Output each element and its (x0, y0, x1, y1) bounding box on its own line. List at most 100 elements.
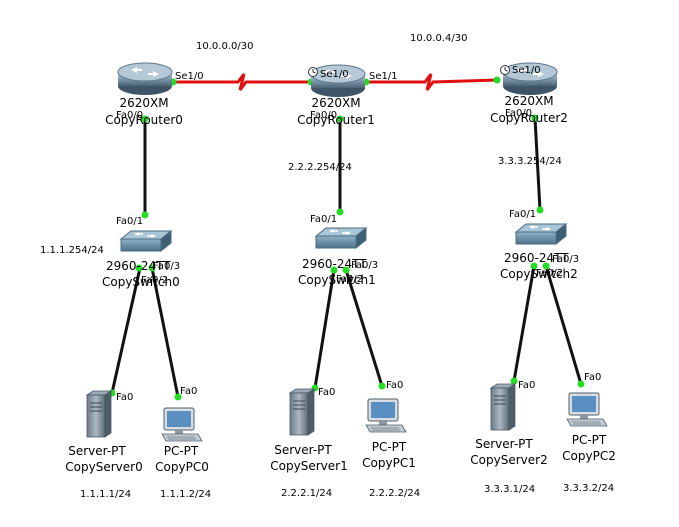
clock-icon (500, 65, 510, 75)
server0-port-label: Fa0 (116, 392, 133, 403)
clock-icon (308, 67, 318, 77)
router1-name-label: CopyRouter1 (297, 113, 375, 127)
switch2-model-label: 2960-24TT (504, 251, 569, 265)
switch2-fa02-port-label: Fa0/2 (536, 268, 563, 279)
server2-name-label: CopyServer2 (470, 453, 547, 467)
pc0-port-label: Fa0 (180, 386, 197, 397)
server2-model-label: Server-PT (475, 437, 533, 451)
router-2[interactable] (502, 62, 558, 95)
pc-2[interactable] (566, 392, 608, 427)
server1-name-label: CopyServer1 (270, 459, 347, 473)
switch1-fa02-port-label: Fa0/2 (336, 274, 363, 285)
link-switch0-pc0[interactable] (150, 267, 180, 398)
switch0-fa02-port-label: Fa0/2 (141, 275, 168, 286)
server-drive-bays-icon (90, 402, 102, 412)
switch-arrows-icon (529, 225, 551, 231)
router1-model-label: 2620XM (311, 96, 360, 110)
link-router2-switch2[interactable] (533, 117, 542, 211)
router2-model-label: 2620XM (504, 94, 553, 108)
port-dot (336, 208, 344, 216)
router-arrows-icon (516, 67, 544, 77)
server-drive-bays-icon (293, 400, 305, 410)
lan2-gateway-label: 3.3.3.254/24 (498, 156, 562, 167)
switch-0[interactable] (119, 229, 173, 253)
switch-arrows-icon (134, 232, 156, 238)
server2-ip-label: 3.3.3.1/24 (484, 484, 535, 495)
pc0-name-label: CopyPC0 (155, 460, 209, 474)
link-switch2-server2[interactable] (512, 265, 536, 382)
link-switch1-pc1[interactable] (344, 269, 384, 387)
switch1-model-label: 2960-24TT (302, 257, 367, 271)
server0-name-label: CopyServer0 (65, 460, 142, 474)
switch-1[interactable] (314, 226, 368, 250)
switch2-uplink-port-label: Fa0/1 (509, 209, 536, 220)
link-switch2-pc2[interactable] (544, 265, 583, 385)
serial-link-router0-router1[interactable] (173, 73, 312, 91)
switch0-fa03-port-label: Fa0/3 (153, 261, 180, 272)
port-dot (342, 266, 350, 274)
port-dot (536, 206, 544, 214)
pc1-model-label: PC-PT (372, 440, 407, 454)
wan1-network-label: 10.0.0.0/30 (196, 41, 253, 52)
router2-name-label: CopyRouter2 (490, 111, 568, 125)
router0-se-port-label: Se1/0 (175, 71, 204, 82)
port-dot (148, 264, 156, 272)
port-dot (378, 382, 386, 390)
switch1-name-label: CopySwitch1 (298, 273, 376, 287)
switch0-name-label: CopySwitch0 (102, 275, 180, 289)
server1-ip-label: 2.2.2.1/24 (281, 488, 332, 499)
router0-name-label: CopyRouter0 (105, 113, 183, 127)
port-dot (141, 211, 149, 219)
pc1-ip-label: 2.2.2.2/24 (369, 488, 420, 499)
router1-fa-port-label: Fa0/0 (310, 110, 337, 121)
lan0-gateway-label: 1.1.1.254/24 (40, 245, 104, 256)
router-0[interactable] (117, 62, 173, 95)
router2-se-port-label: Se1/0 (512, 65, 541, 76)
pc-1[interactable] (365, 398, 407, 433)
link-switch0-server0[interactable] (110, 267, 142, 394)
switch-2[interactable] (514, 222, 568, 246)
router-1[interactable] (310, 64, 366, 97)
port-dot (577, 380, 585, 388)
server1-model-label: Server-PT (274, 443, 332, 457)
serial-links (173, 73, 499, 91)
pc1-port-label: Fa0 (386, 380, 403, 391)
server0-model-label: Server-PT (68, 444, 126, 458)
port-dot (530, 262, 538, 270)
server-2[interactable] (489, 383, 517, 431)
switch0-uplink-port-label: Fa0/1 (116, 216, 143, 227)
port-dot (542, 262, 550, 270)
server-0[interactable] (85, 390, 113, 438)
port-dot (531, 114, 539, 122)
pc-0[interactable] (161, 407, 203, 442)
serial-link-router1-router2[interactable] (365, 73, 499, 91)
server-1[interactable] (288, 388, 316, 436)
keyboard-keys-icon (167, 436, 196, 440)
port-dot (330, 266, 338, 274)
server2-port-label: Fa0 (518, 380, 535, 391)
keyboard-keys-icon (371, 427, 400, 431)
switch2-name-label: CopySwitch2 (500, 267, 578, 281)
port-dot (510, 377, 518, 385)
pc2-ip-label: 3.3.3.2/24 (563, 483, 614, 494)
switch0-model-label: 2960-24TT (106, 259, 171, 273)
pc0-ip-label: 1.1.1.2/24 (160, 489, 211, 500)
port-dot (493, 76, 501, 84)
server0-ip-label: 1.1.1.1/24 (80, 489, 131, 500)
pc2-name-label: CopyPC2 (562, 449, 616, 463)
pc0-model-label: PC-PT (164, 444, 199, 458)
router1-se11-port-label: Se1/1 (369, 71, 398, 82)
pc2-port-label: Fa0 (584, 372, 601, 383)
router2-fa-port-label: Fa0/0 (505, 108, 532, 119)
switch2-fa03-port-label: Fa0/3 (552, 254, 579, 265)
keyboard-keys-icon (572, 421, 601, 425)
port-dot (141, 115, 149, 123)
pc1-name-label: CopyPC1 (362, 456, 416, 470)
link-switch1-server1[interactable] (313, 269, 336, 389)
switch1-uplink-port-label: Fa0/1 (310, 214, 337, 225)
ethernet-links (110, 117, 583, 398)
router0-model-label: 2620XM (119, 96, 168, 110)
wan2-network-label: 10.0.0.4/30 (410, 33, 467, 44)
switch1-fa03-port-label: Fa0/3 (351, 260, 378, 271)
